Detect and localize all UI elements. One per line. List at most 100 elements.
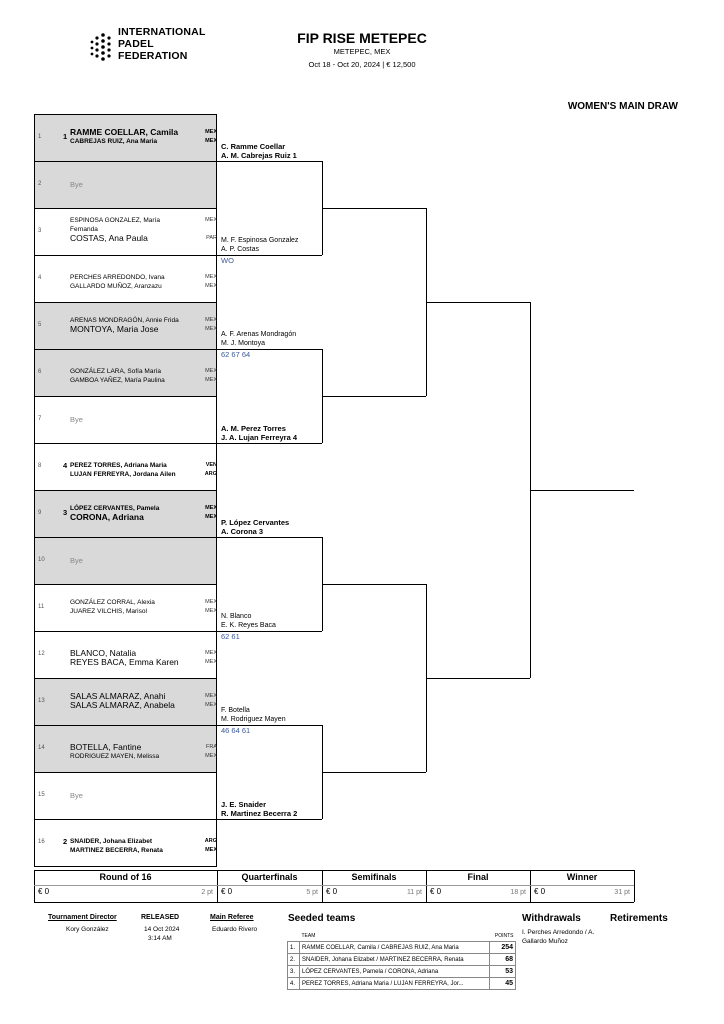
- released-label: RELEASED: [141, 914, 180, 921]
- round-footer-top-line: [34, 870, 634, 871]
- slot-divider: [34, 631, 217, 632]
- seeded-points: 254: [489, 941, 516, 954]
- round-divider: [217, 870, 218, 902]
- bracket-line: [217, 819, 322, 820]
- round-divider: [530, 870, 531, 902]
- player-name: JUAREZ VILCHIS, Marisol: [70, 608, 147, 615]
- player-nationality: MEX: [205, 753, 217, 759]
- seeded-num: 4.: [287, 977, 300, 990]
- draw-slot: 7 Bye: [34, 396, 217, 443]
- released-time: 3:14 AM: [148, 935, 172, 942]
- seeded-num: 3.: [287, 965, 300, 978]
- slot-number: 14: [38, 745, 45, 751]
- bye-label: Bye: [70, 415, 83, 424]
- slot-divider: [34, 161, 217, 162]
- bracket-line: [322, 772, 426, 773]
- seeded-points: 45: [489, 977, 516, 990]
- draw-title: WOMEN'S MAIN DRAW: [567, 101, 678, 112]
- player-name: RAMME COELLAR, Camila: [70, 128, 179, 137]
- seeded-col-points: POINTS: [494, 932, 514, 939]
- bracket-line: [322, 584, 426, 585]
- seeded-points: 53: [489, 965, 516, 978]
- player-name: PEREZ TORRES, Adriana Maria: [70, 462, 167, 469]
- round-points: 31 pt: [614, 889, 630, 896]
- slot-number: 1: [38, 134, 42, 140]
- seeded-points: 68: [489, 953, 516, 966]
- player-nationality: MEX: [205, 650, 217, 656]
- qf-team-line1: N. Blanco: [221, 613, 252, 620]
- slot-divider: [34, 302, 217, 303]
- slot-divider: [34, 396, 217, 397]
- player-nationality: MEX: [205, 217, 217, 223]
- player-name: BLANCO, Natalia: [70, 649, 137, 658]
- bracket-line: [322, 208, 426, 209]
- qf-team-line1: P. López Cervantes: [221, 518, 290, 527]
- bracket-line: [426, 302, 530, 303]
- referee-name: Eduardo Rivero: [212, 926, 258, 933]
- withdrawal-line: I. Perches Arredondo / A.: [522, 929, 595, 936]
- withdrawals-title: Withdrawals: [522, 913, 581, 924]
- qf-team-line2: J. A. Lujan Ferreyra 4: [221, 433, 298, 442]
- fip-logo-text: INTERNATIONAL PADEL FEDERATION: [118, 26, 206, 62]
- slot-number: 12: [38, 651, 45, 657]
- bye-label: Bye: [70, 556, 83, 565]
- round-title: Quarterfinals: [241, 872, 298, 882]
- tournament-location: METEPEC, MEX: [333, 47, 391, 56]
- seeded-team: PEREZ TORRES, Adriana Maria / LUJAN FERR…: [298, 977, 491, 990]
- qf-team-line1: J. E. Snaider: [221, 800, 267, 809]
- director-label: Tournament Director: [48, 914, 117, 921]
- round-points: 18 pt: [510, 889, 526, 896]
- seed-number: 1: [63, 132, 68, 141]
- player-nationality: MEX: [205, 129, 217, 135]
- seeded-team: SNAIDER, Johana Elizabet / MARTINEZ BECE…: [298, 953, 491, 966]
- bracket-line: [217, 537, 322, 538]
- slot-number: 7: [38, 416, 42, 422]
- bracket-line: [217, 631, 322, 632]
- match-score: 62 61: [221, 632, 240, 641]
- seeded-teams-title: Seeded teams: [288, 913, 356, 924]
- round-footer-bottom-line: [34, 902, 634, 903]
- qf-team-line1: C. Ramme Coellar: [221, 142, 286, 151]
- slot-number: 9: [38, 510, 42, 516]
- round-title: Final: [467, 872, 489, 882]
- slot-number: 2: [38, 181, 42, 187]
- slot-divider: [34, 584, 217, 585]
- slot-number: 8: [38, 463, 42, 469]
- round-divider: [426, 870, 427, 902]
- slot-number: 4: [38, 275, 42, 281]
- player-name: RODRIGUEZ MAYEN, Melissa: [70, 753, 160, 760]
- seeded-header-row: TEAM POINTS: [288, 930, 516, 942]
- qf-team-line2: M. J. Montoya: [221, 340, 265, 347]
- seeded-row: 2. SNAIDER, Johana Elizabet / MARTINEZ B…: [287, 953, 516, 966]
- match-score: WO: [221, 256, 234, 265]
- qf-team-line1: M. F. Espinosa Gonzalez: [221, 237, 299, 244]
- qf-team-line2: E. K. Reyes Baca: [221, 622, 276, 629]
- bracket-line: [322, 396, 426, 397]
- player-nationality: ARG: [204, 838, 217, 844]
- player-nationality: MEX: [205, 274, 217, 280]
- player-name: CABREJAS RUIZ, Ana Maria: [70, 138, 158, 145]
- slot-divider: [34, 255, 217, 256]
- player-name: MARTINEZ BECERRA, Renata: [70, 847, 163, 854]
- round-points: 5 pt: [306, 889, 318, 896]
- released-date: 14 Oct 2024: [144, 926, 180, 933]
- seeded-num: 1.: [287, 941, 300, 954]
- player-nationality: MEX: [205, 702, 217, 708]
- player-nationality: VEN: [205, 462, 217, 468]
- tournament-dates: Oct 18 - Oct 20, 2024 | € 12,500: [308, 60, 416, 69]
- slot-divider: [34, 349, 217, 350]
- slot-number: 11: [38, 604, 45, 610]
- slot-number: 13: [38, 698, 45, 704]
- slot-divider: [34, 678, 217, 679]
- slot-divider: [34, 443, 217, 444]
- seeded-row: 4. PEREZ TORRES, Adriana Maria / LUJAN F…: [287, 977, 516, 990]
- slot-number: 10: [38, 557, 45, 563]
- round-divider: [322, 870, 323, 902]
- player-nationality: MEX: [205, 505, 217, 511]
